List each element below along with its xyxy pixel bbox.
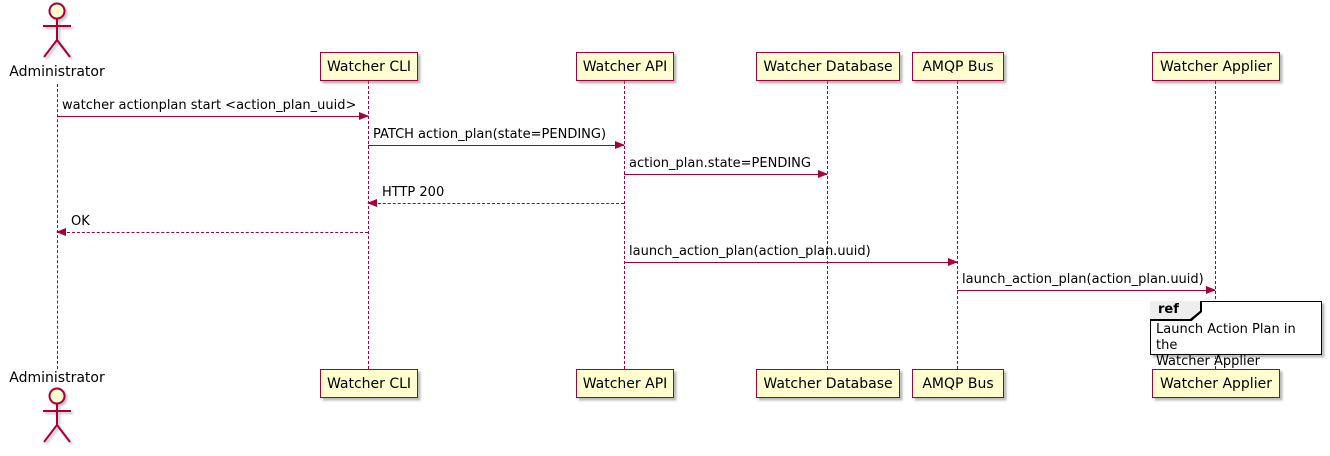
participant-box-watcher-cli-top: Watcher CLI — [320, 52, 418, 81]
actor-label: Administrator — [9, 370, 105, 386]
message-actionplan-start: watcher actionplan start <action_plan_uu… — [57, 98, 369, 120]
message-label: launch_action_plan(action_plan.uuid) — [962, 272, 1204, 287]
message-line — [368, 141, 625, 149]
participant-label: Watcher Database — [763, 375, 893, 392]
participant-label: AMQP Bus — [922, 375, 994, 392]
arrowhead-left — [367, 199, 377, 207]
lifeline-administrator — [56, 84, 58, 369]
participant-box-amqp-bus-top: AMQP Bus — [912, 52, 1004, 81]
actor-administrator-top: Administrator — [0, 2, 117, 80]
message-launch-action-plan-applier: launch_action_plan(action_plan.uuid) — [957, 272, 1216, 294]
lifeline-watcher-applier — [1214, 81, 1216, 369]
message-patch-action-plan: PATCH action_plan(state=PENDING) — [368, 127, 625, 149]
message-line — [957, 286, 1216, 294]
lifeline-watcher-database — [826, 81, 828, 369]
arrowhead-left — [56, 228, 66, 236]
lifeline-watcher-cli — [367, 81, 369, 369]
message-line — [57, 112, 369, 120]
actor-label: Administrator — [9, 64, 105, 80]
participant-label: Watcher Database — [763, 58, 893, 75]
participant-box-watcher-database-top: Watcher Database — [756, 52, 900, 81]
message-label: HTTP 200 — [382, 185, 445, 200]
actor-icon — [43, 2, 71, 58]
message-state-pending: action_plan.state=PENDING — [624, 156, 828, 178]
participant-box-amqp-bus-bottom: AMQP Bus — [912, 369, 1004, 398]
arrowhead-right — [818, 170, 828, 178]
actor-icon — [43, 387, 71, 443]
participant-box-watcher-database-bottom: Watcher Database — [756, 369, 900, 398]
participant-label: Watcher API — [582, 58, 668, 75]
ref-keyword: ref — [1150, 301, 1200, 319]
arrowhead-right — [615, 141, 625, 149]
actor-administrator-bottom: Administrator — [0, 370, 117, 450]
arrowhead-right — [948, 258, 958, 266]
message-line — [624, 170, 828, 178]
participant-label: AMQP Bus — [922, 58, 994, 75]
participant-label: Watcher Applier — [1160, 58, 1272, 75]
arrowhead-right — [359, 112, 369, 120]
participant-box-watcher-api-bottom: Watcher API — [576, 369, 674, 398]
participant-label: Watcher CLI — [326, 58, 412, 75]
message-label: watcher actionplan start <action_plan_uu… — [62, 98, 357, 113]
participant-box-watcher-applier-bottom: Watcher Applier — [1152, 369, 1280, 398]
participant-label: Watcher CLI — [326, 375, 412, 392]
ref-body-text: Launch Action Plan in the Watcher Applie… — [1156, 322, 1296, 369]
participant-label: Watcher API — [582, 375, 668, 392]
participant-box-watcher-cli-bottom: Watcher CLI — [320, 369, 418, 398]
message-ok: OK — [56, 214, 368, 236]
arrowhead-right — [1206, 286, 1216, 294]
message-label: launch_action_plan(action_plan.uuid) — [629, 244, 871, 259]
lifeline-amqp-bus — [956, 81, 958, 369]
message-line — [624, 258, 958, 266]
message-label: PATCH action_plan(state=PENDING) — [373, 127, 607, 142]
message-line — [56, 228, 368, 236]
message-launch-action-plan-amqp: launch_action_plan(action_plan.uuid) — [624, 244, 958, 266]
ref-fragment: ref Launch Action Plan in the Watcher Ap… — [1150, 301, 1322, 369]
participant-box-watcher-applier-top: Watcher Applier — [1152, 52, 1280, 81]
participant-box-watcher-api-top: Watcher API — [576, 52, 674, 81]
ref-tab: ref — [1150, 301, 1202, 321]
message-label: OK — [71, 214, 90, 229]
message-line — [367, 199, 624, 207]
message-label: action_plan.state=PENDING — [629, 156, 811, 171]
message-http-200: HTTP 200 — [367, 185, 624, 207]
participant-label: Watcher Applier — [1160, 375, 1272, 392]
lifeline-watcher-api — [623, 81, 625, 369]
